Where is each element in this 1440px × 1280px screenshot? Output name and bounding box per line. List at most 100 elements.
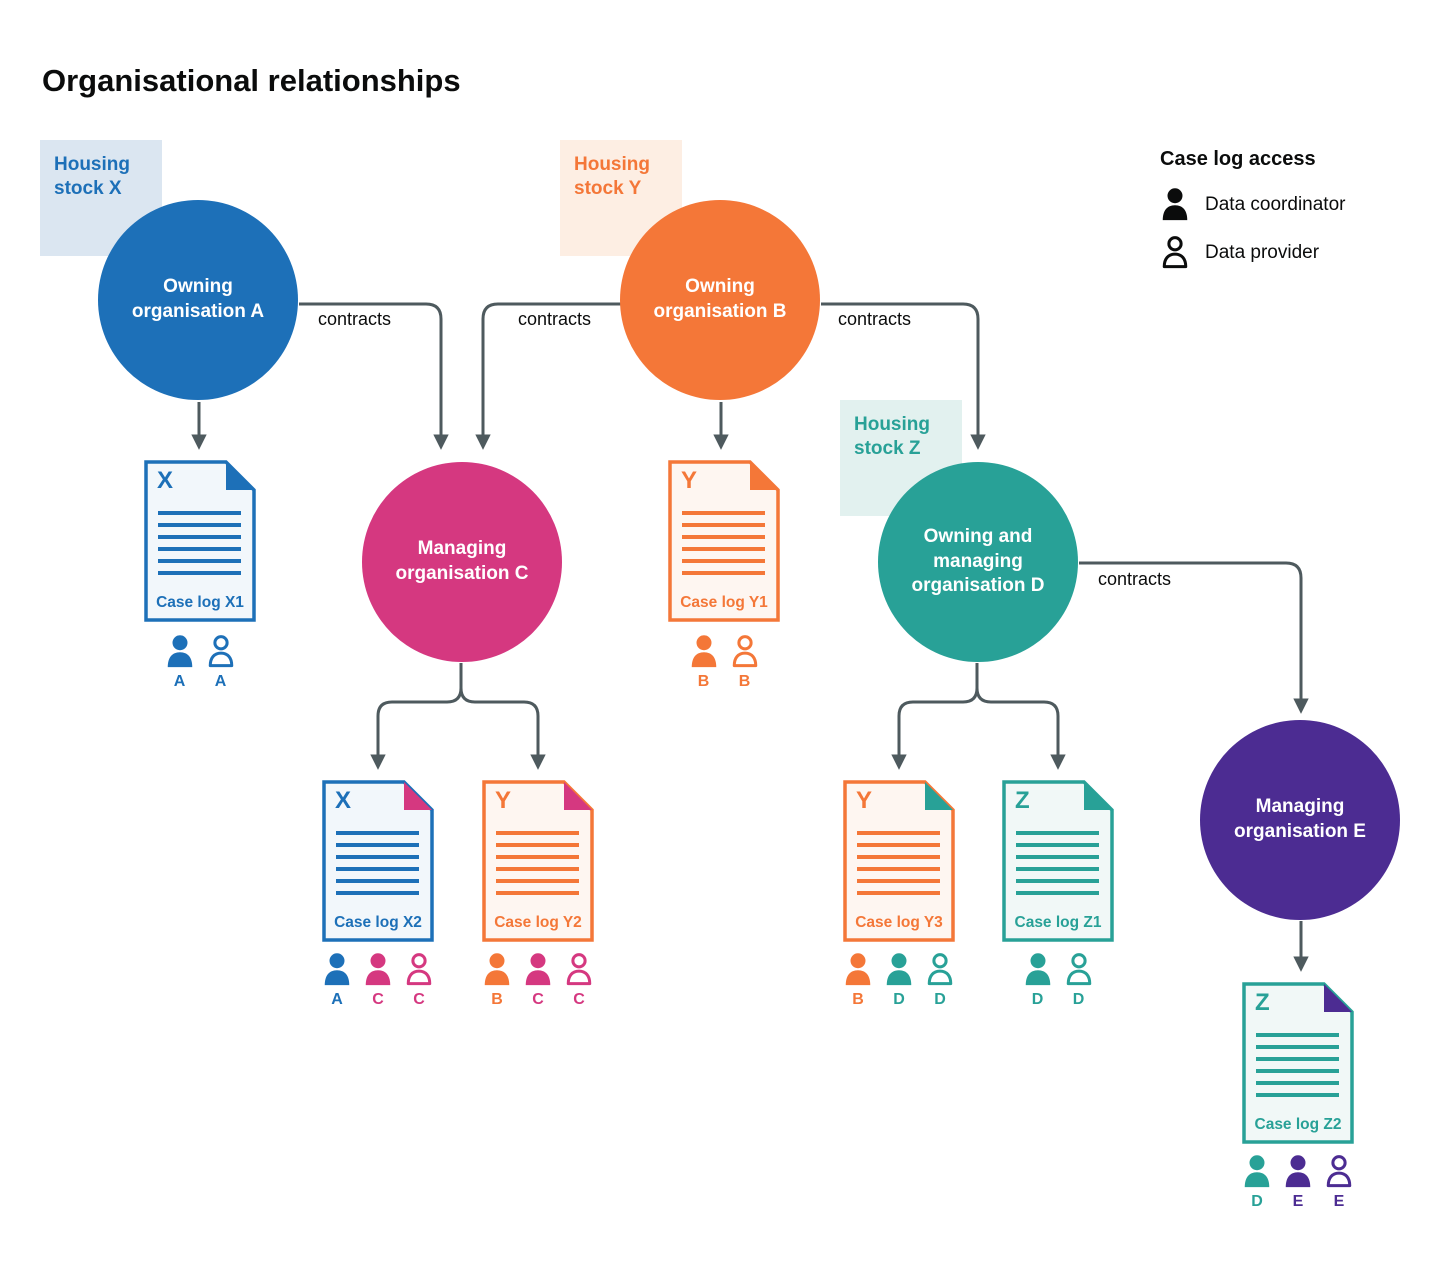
case-log-z2-access: D E E bbox=[1242, 1154, 1354, 1211]
data-coordinator-icon bbox=[365, 953, 391, 986]
case-log-letter: X bbox=[157, 467, 174, 494]
document-icon bbox=[322, 780, 434, 942]
case-log-y1: Y Case log Y1 bbox=[668, 460, 780, 622]
person-group: C bbox=[363, 952, 393, 1009]
data-coordinator-icon bbox=[167, 635, 192, 668]
housing-stock-y-label: Housing stock Y bbox=[574, 154, 650, 199]
person-letter: D bbox=[934, 991, 946, 1008]
case-log-x1: X Case log X1 bbox=[144, 460, 256, 622]
document-text-lines-icon bbox=[1256, 1033, 1339, 1105]
person-group: C bbox=[564, 952, 594, 1009]
person-group: B bbox=[689, 634, 719, 691]
org-a-label: Owning organisation A bbox=[131, 276, 265, 322]
case-log-label: Case log Z2 bbox=[1254, 1116, 1342, 1133]
data-provider-icon bbox=[1066, 953, 1091, 986]
data-coordinator-icon bbox=[1244, 1155, 1270, 1188]
data-provider-icon bbox=[1162, 236, 1188, 269]
person-letter: C bbox=[372, 991, 384, 1008]
document-text-lines-icon bbox=[496, 831, 579, 903]
case-log-label: Case log Y3 bbox=[855, 914, 943, 931]
document-icon bbox=[1242, 982, 1354, 1144]
org-e-label: Managing organisation E bbox=[1234, 796, 1366, 842]
person-group: D bbox=[884, 952, 914, 1009]
person-letter: E bbox=[1333, 1193, 1345, 1210]
arrow-c-to-y2 bbox=[459, 663, 546, 770]
document-text-lines-icon bbox=[857, 831, 940, 903]
case-log-letter: Y bbox=[681, 467, 698, 494]
person-letter: C bbox=[413, 991, 425, 1008]
document-icon bbox=[482, 780, 594, 942]
person-letter: B bbox=[491, 991, 503, 1008]
page-title: Organisational relationships bbox=[42, 62, 461, 98]
housing-stock-x-label: Housing stock X bbox=[54, 154, 130, 199]
case-log-x2-access: A C C bbox=[322, 952, 434, 1009]
contracts-label-b-d: contracts bbox=[838, 309, 912, 329]
person-letter: C bbox=[573, 991, 585, 1008]
data-provider-icon bbox=[406, 953, 432, 986]
document-icon bbox=[144, 460, 256, 622]
person-group: E bbox=[1324, 1154, 1354, 1211]
case-log-letter: Y bbox=[495, 787, 512, 814]
data-coordinator-icon bbox=[1162, 188, 1188, 221]
org-circle-e: Managing organisation E bbox=[1200, 720, 1400, 920]
document-icon bbox=[1002, 780, 1114, 942]
document-text-lines-icon bbox=[682, 511, 765, 583]
org-d-label: Owning and managing organisation D bbox=[911, 525, 1045, 597]
case-log-letter: Z bbox=[1015, 787, 1030, 814]
person-letter: A bbox=[331, 991, 343, 1008]
person-group: E bbox=[1283, 1154, 1313, 1211]
person-group: D bbox=[1064, 952, 1094, 1009]
document-icon bbox=[843, 780, 955, 942]
case-log-z1: Z Case log Z1 bbox=[1002, 780, 1114, 942]
contracts-label-d-e: contracts bbox=[1098, 569, 1172, 589]
person-letter: B bbox=[738, 673, 751, 690]
org-circle-a: Owning organisation A bbox=[98, 200, 298, 400]
person-group: A bbox=[206, 634, 236, 691]
case-log-label: Case log Y1 bbox=[680, 594, 768, 611]
data-coordinator-icon bbox=[324, 953, 350, 986]
case-log-x2: X Case log X2 bbox=[322, 780, 434, 942]
data-provider-icon bbox=[1326, 1155, 1352, 1188]
legend-item-label: Data coordinator bbox=[1205, 193, 1346, 215]
case-log-y3-access: B D D bbox=[843, 952, 955, 1009]
person-group: C bbox=[404, 952, 434, 1009]
person-letter: D bbox=[1072, 991, 1085, 1008]
org-circle-b: Owning organisation B bbox=[620, 200, 820, 400]
case-log-y2-access: B C C bbox=[482, 952, 594, 1009]
arrow-d-to-z1 bbox=[975, 663, 1066, 770]
housing-stock-z-label: Housing stock Z bbox=[854, 414, 930, 459]
case-log-z2: Z Case log Z2 bbox=[1242, 982, 1354, 1144]
person-group: B bbox=[843, 952, 873, 1009]
housing-stock-x-box: Housing stock X bbox=[40, 140, 162, 256]
person-group: C bbox=[523, 952, 553, 1009]
person-letter: D bbox=[1031, 991, 1044, 1008]
case-log-letter: X bbox=[335, 787, 352, 814]
person-group: D bbox=[925, 952, 955, 1009]
legend-item-data-provider: Data provider bbox=[1160, 235, 1345, 270]
data-coordinator-icon bbox=[845, 953, 871, 986]
legend-item-label: Data provider bbox=[1205, 241, 1320, 263]
person-group: D bbox=[1023, 952, 1053, 1009]
data-provider-icon bbox=[927, 953, 953, 986]
case-log-label: Case log X2 bbox=[334, 914, 422, 931]
data-provider-icon bbox=[208, 635, 233, 668]
data-provider-icon bbox=[732, 635, 757, 668]
arrow-c-to-x2 bbox=[370, 663, 463, 770]
case-log-label: Case log X1 bbox=[156, 594, 244, 611]
person-group: B bbox=[482, 952, 512, 1009]
person-letter: A bbox=[214, 673, 227, 690]
arrow-d-to-y3 bbox=[891, 663, 979, 770]
person-letter: A bbox=[173, 673, 186, 690]
org-b-label: Owning organisation B bbox=[653, 276, 787, 322]
legend-item-data-coordinator: Data coordinator bbox=[1160, 187, 1345, 222]
org-c-label: Managing organisation C bbox=[395, 538, 529, 584]
person-letter: D bbox=[1251, 1193, 1263, 1210]
case-log-y3: Y Case log Y3 bbox=[843, 780, 955, 942]
person-group: A bbox=[322, 952, 352, 1009]
document-icon bbox=[668, 460, 780, 622]
case-log-z1-access: D D bbox=[1002, 952, 1114, 1009]
data-coordinator-icon bbox=[1285, 1155, 1311, 1188]
org-circle-c: Managing organisation C bbox=[362, 462, 562, 662]
document-text-lines-icon bbox=[1016, 831, 1099, 903]
